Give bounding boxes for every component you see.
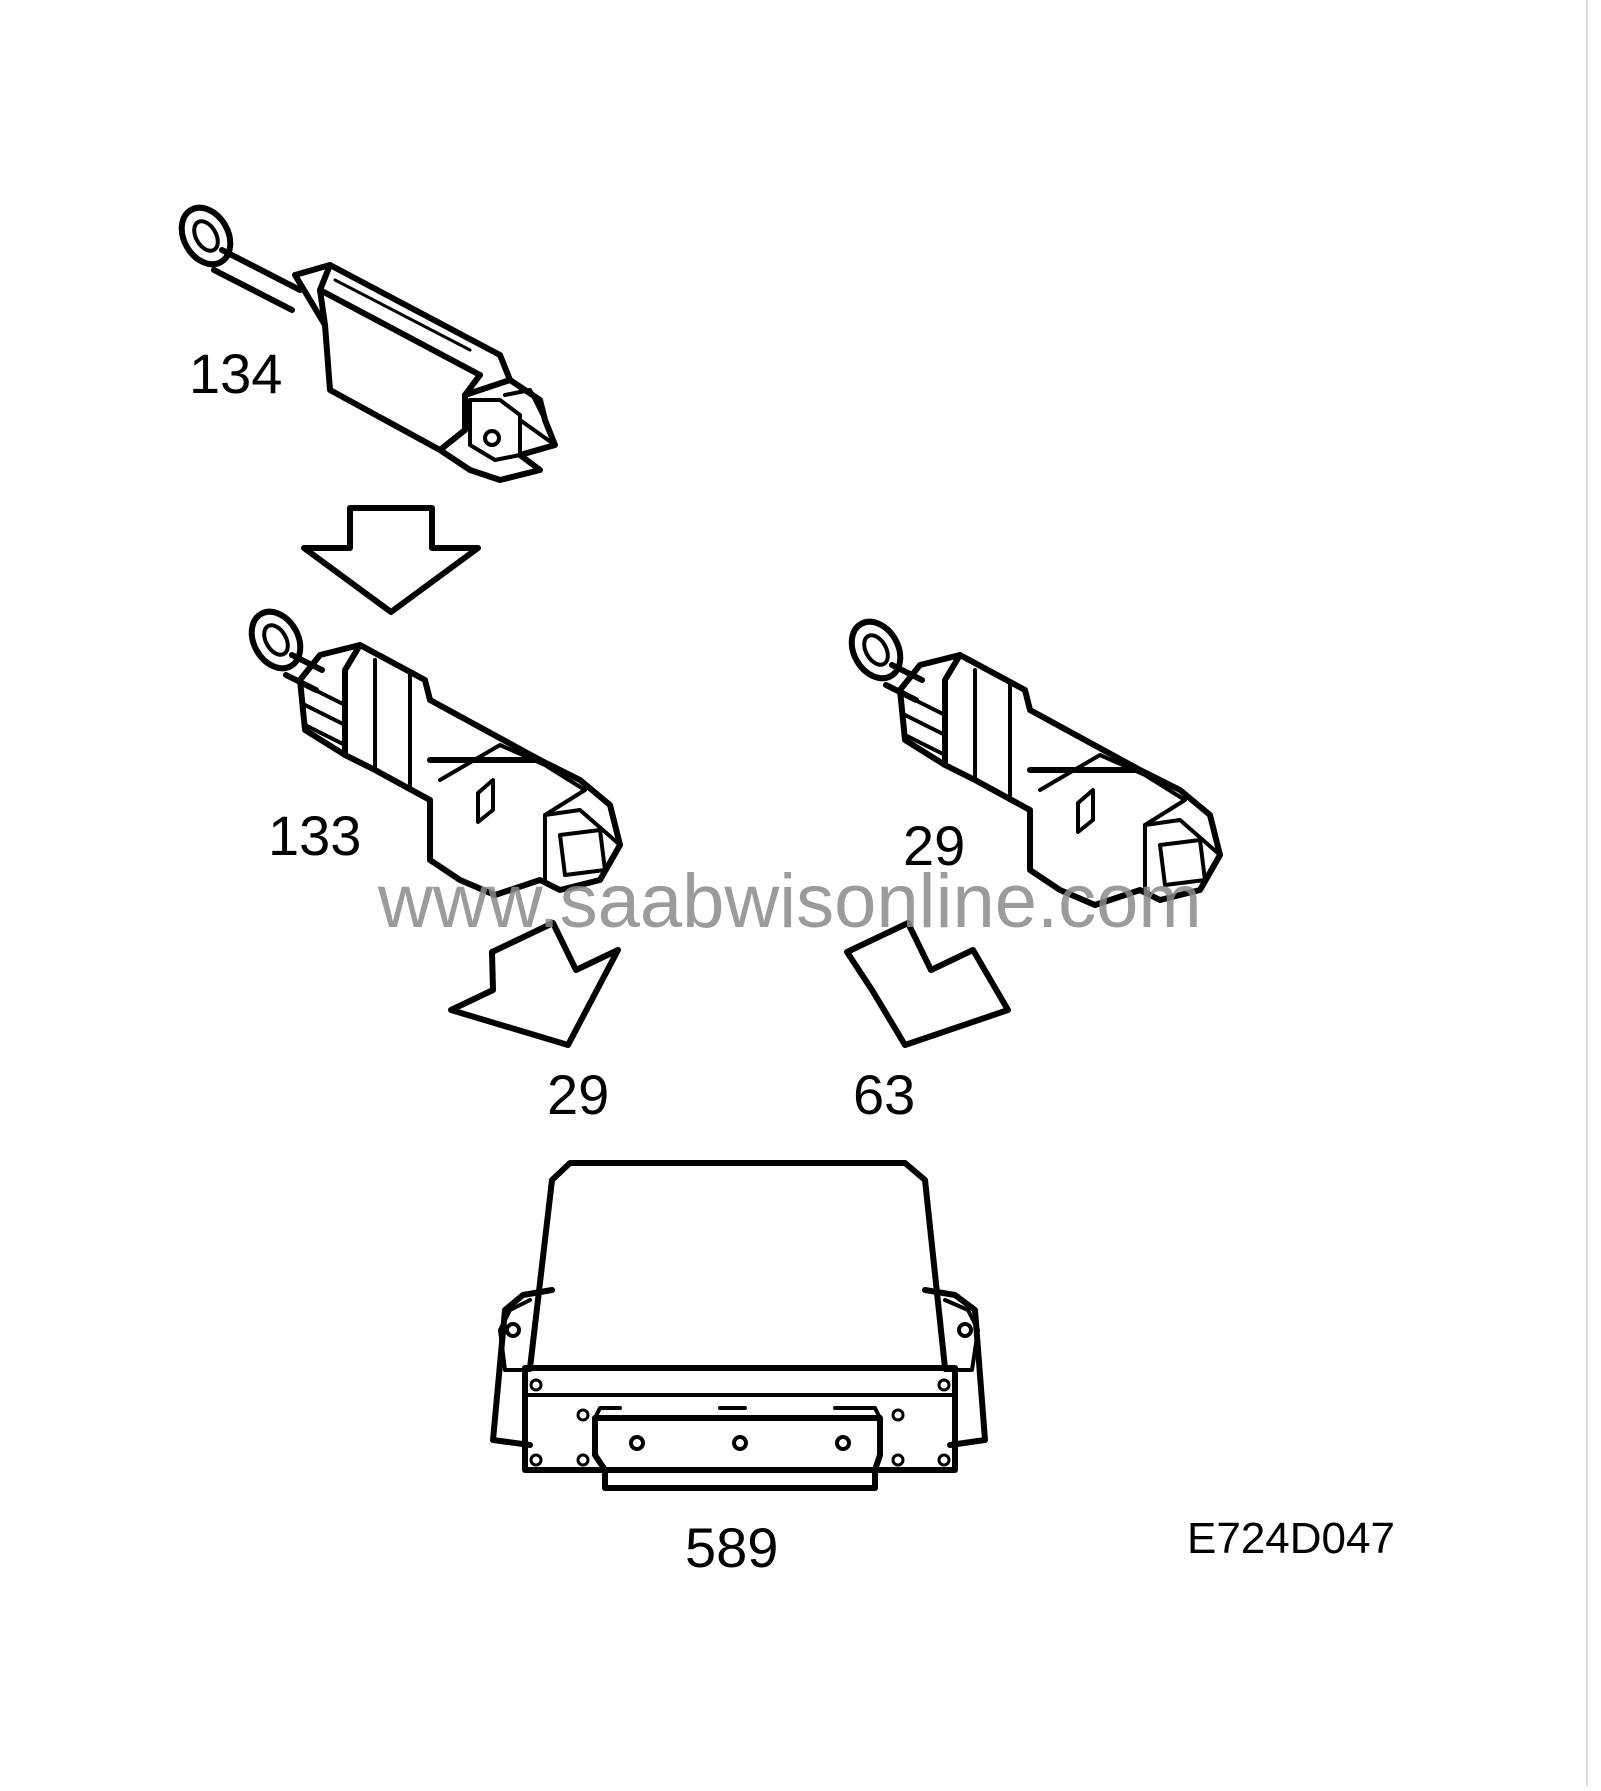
- arrow-right-diagonal: [844, 920, 1011, 1048]
- label-switch-133: 133: [268, 804, 362, 867]
- brake-switch-134: [178, 204, 558, 483]
- label-arrow-63: 63: [853, 1063, 916, 1126]
- arrow-left-diagonal: [448, 920, 621, 1048]
- brake-switch-29: [848, 618, 1223, 908]
- label-switch-134: 134: [189, 342, 283, 405]
- right-edge-rule: [1586, 0, 1588, 1786]
- down-arrow: [301, 505, 481, 615]
- label-switch-29: 29: [903, 814, 966, 877]
- figure-code: E724D047: [1187, 1514, 1395, 1563]
- watermark-text: www.saabwisonline.com: [378, 859, 1202, 944]
- label-control-unit-589: 589: [685, 1516, 779, 1579]
- brake-switch-133: [248, 608, 623, 898]
- label-arrow-29: 29: [547, 1063, 610, 1126]
- control-unit-589: [490, 1160, 988, 1491]
